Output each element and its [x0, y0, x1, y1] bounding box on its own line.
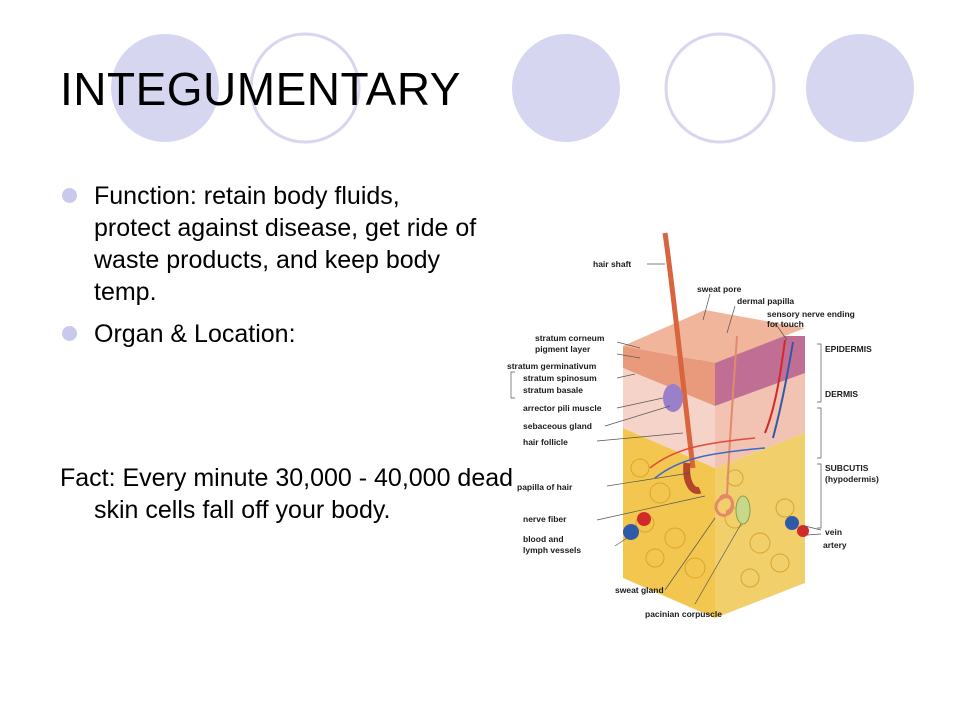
label-sensory-1: sensory nerve ending — [767, 309, 855, 319]
label-sensory-2: for touch — [767, 319, 804, 329]
label-blood-1: blood and — [523, 534, 564, 544]
pacinian-corpuscle — [735, 495, 751, 525]
label-vein: vein — [825, 527, 842, 537]
bullet-organ-text: Organ & Location: — [94, 320, 296, 348]
bullet-icon — [62, 188, 77, 203]
label-stratum-germinativum: stratum germinativum — [507, 361, 597, 371]
label-pigment-layer: pigment layer — [535, 344, 591, 354]
label-hair-follicle: hair follicle — [523, 437, 568, 447]
blood-vessels-right — [785, 516, 809, 537]
label-sebaceous: sebaceous gland — [523, 421, 592, 431]
hair-shaft — [662, 232, 696, 469]
sebaceous-gland — [663, 384, 683, 412]
fact-text: Fact: Every minute 30,000 - 40,000 dead … — [60, 464, 514, 524]
epidermis-top — [623, 310, 805, 363]
blood-vessels-left — [623, 512, 651, 540]
label-arrector: arrector pili muscle — [523, 403, 602, 413]
label-sweat-pore: sweat pore — [697, 284, 742, 294]
label-blood-2: lymph vessels — [523, 545, 581, 555]
label-pacinian: pacinian corpuscle — [645, 609, 722, 619]
label-dermis: DERMIS — [825, 389, 858, 399]
decor-circle-2 — [249, 32, 361, 144]
label-sweat-gland: sweat gland — [615, 585, 664, 595]
epidermis-front — [623, 346, 715, 406]
subcutis-layer — [623, 428, 715, 618]
label-stratum-corneum: stratum corneum — [535, 333, 605, 343]
label-epidermis: EPIDERMIS — [825, 344, 872, 354]
label-subcutis: SUBCUTIS — [825, 463, 869, 473]
label-artery: artery — [823, 540, 847, 550]
label-hypodermis: (hypodermis) — [825, 474, 879, 484]
label-hair-shaft: hair shaft — [593, 259, 631, 269]
bullet-icon — [62, 326, 77, 341]
label-stratum-basale: stratum basale — [523, 385, 583, 395]
skin-diagram: hair shaft sweat pore dermal papilla sen… — [507, 232, 879, 619]
label-stratum-spinosum: stratum spinosum — [523, 373, 597, 383]
slide-title: INTEGUMENTARY — [60, 63, 461, 115]
decor-circle-1 — [111, 34, 219, 142]
decor-circle-3 — [512, 34, 620, 142]
label-nerve-fiber: nerve fiber — [523, 514, 567, 524]
bullet-organ: Organ & Location: — [60, 318, 480, 350]
label-dermal-papilla: dermal papilla — [737, 296, 794, 306]
bullet-function-text: Function: retain body fluids, protect ag… — [94, 182, 477, 306]
sweat-gland — [714, 493, 734, 517]
bullet-function: Function: retain body fluids, protect ag… — [60, 180, 480, 308]
label-papilla-of-hair: papilla of hair — [517, 482, 573, 492]
decor-circle-5 — [806, 34, 914, 142]
decor-circle-4 — [664, 32, 776, 144]
bullet-list: Function: retain body fluids, protect ag… — [60, 180, 480, 360]
